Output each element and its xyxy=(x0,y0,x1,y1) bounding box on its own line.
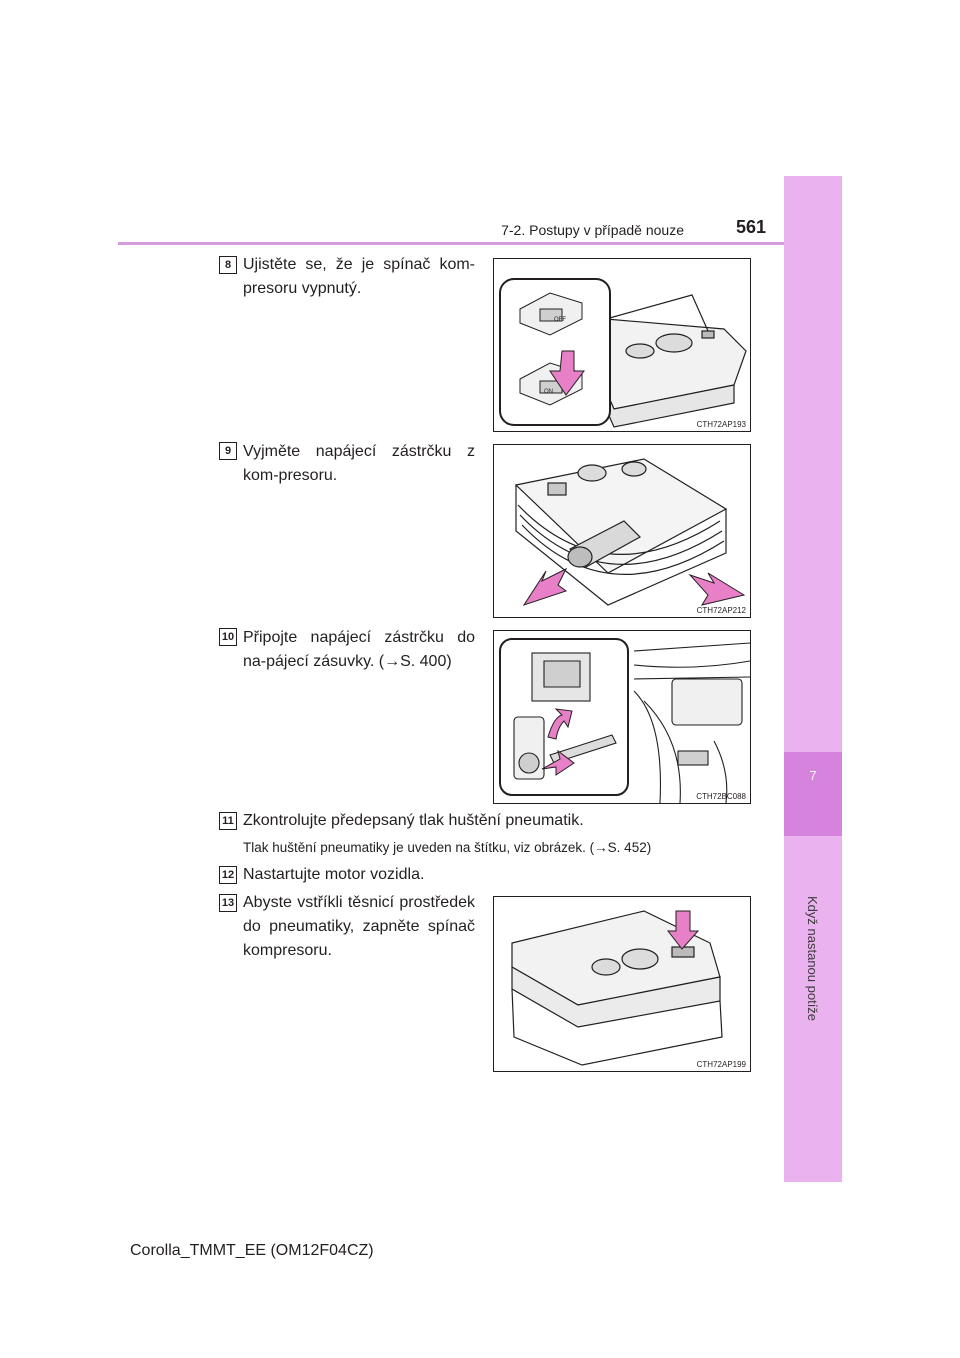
step-text-12: Nastartujte motor vozidla. xyxy=(243,866,425,883)
page-number: 561 xyxy=(736,217,767,237)
step-text-11: Zkontrolujte předepsaný tlak huštění pne… xyxy=(243,812,584,829)
step-text-13: Abyste vstříkli těsnicí prostředek do pn… xyxy=(243,894,475,959)
figure-code: CTH72AP193 xyxy=(696,420,746,429)
section-title: 7-2. Postupy v případě nouze xyxy=(501,222,684,238)
step-number-11: 11 xyxy=(219,812,237,830)
step-number-13: 13 xyxy=(219,894,237,912)
on-label: ON xyxy=(544,389,553,395)
off-label: OFF xyxy=(554,317,566,323)
step-text-10: Připojte napájecí zástrčku do na-pájecí … xyxy=(243,629,475,670)
chapter-number: 7 xyxy=(809,768,817,783)
step-text-8: Ujistěte se, že je spínač kom-presoru vy… xyxy=(243,256,475,297)
step-note-11: Tlak huštění pneumatiky je uveden na ští… xyxy=(243,840,652,855)
step-number-12: 12 xyxy=(219,866,237,884)
figure-remove-plug: CTH72AP212 xyxy=(493,444,751,618)
step-number-8: 8 xyxy=(219,256,237,274)
figure-compressor-switch-off: OFF ON CTH72AP193 xyxy=(493,258,751,432)
figure-code: CTH72BC088 xyxy=(696,792,746,801)
footer-model-code: Corolla_TMMT_EE (OM12F04CZ) xyxy=(130,1242,374,1259)
header-rule xyxy=(118,242,784,245)
chapter-sidebar: 7 Když nastanou potíže xyxy=(784,176,842,1182)
figure-compressor-switch-on: CTH72AP199 xyxy=(493,896,751,1072)
chapter-title: Když nastanou potíže xyxy=(805,896,820,1022)
step-number-10: 10 xyxy=(219,628,237,646)
figure-power-outlet: CTH72BC088 xyxy=(493,630,751,804)
step-text-9: Vyjměte napájecí zástrčku z kom-presoru. xyxy=(243,443,475,484)
chapter-tab xyxy=(784,752,842,836)
figure-code: CTH72AP212 xyxy=(696,606,746,615)
figure-code: CTH72AP199 xyxy=(696,1060,746,1069)
step-number-9: 9 xyxy=(219,442,237,460)
